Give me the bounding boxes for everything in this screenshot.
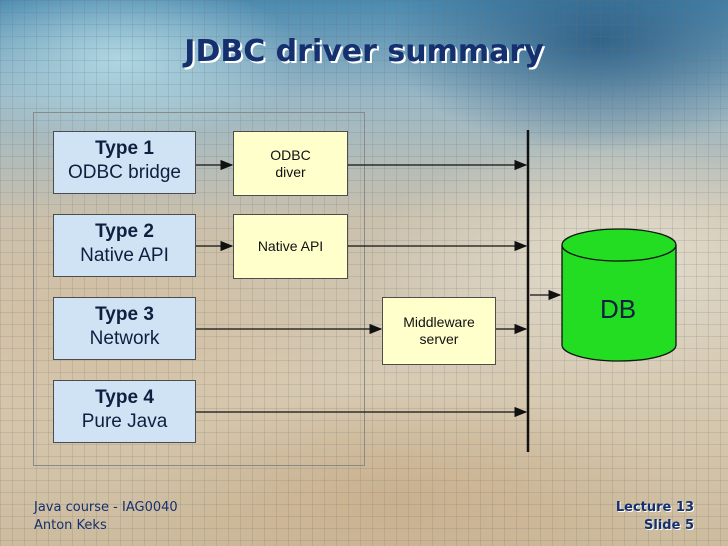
type2-subtitle: Native API bbox=[80, 245, 169, 266]
odbc-box-line1: ODBC bbox=[270, 146, 311, 163]
type3-subtitle: Network bbox=[89, 328, 160, 349]
driver-types-frame bbox=[33, 112, 365, 466]
footer-author: Anton Keks bbox=[34, 518, 107, 533]
type4-box: Type 4 Pure Java bbox=[53, 380, 196, 443]
type1-title: Type 1 bbox=[95, 138, 154, 159]
type1-subtitle: ODBC bridge bbox=[68, 162, 181, 183]
type3-title: Type 3 bbox=[95, 304, 154, 325]
type4-subtitle: Pure Java bbox=[81, 411, 168, 432]
footer-right: Lecture 13 Slide 5 bbox=[616, 499, 694, 535]
type2-box: Type 2 Native API bbox=[53, 214, 196, 277]
db-cylinder bbox=[561, 228, 677, 362]
type3-box: Type 3 Network bbox=[53, 297, 196, 360]
footer-lecture: Lecture 13 bbox=[615, 500, 694, 515]
middleware-box-line1: Middleware bbox=[403, 314, 475, 330]
native-api-box-label: Native API bbox=[257, 238, 324, 254]
type2-title: Type 2 bbox=[95, 221, 154, 242]
middleware-server-box: Middleware server bbox=[382, 297, 496, 365]
slide-title: JDBC driver summary bbox=[184, 34, 544, 69]
footer-course: Java course - IAG0040 bbox=[34, 500, 178, 515]
footer-left: Java course - IAG0040 Anton Keks bbox=[34, 499, 178, 535]
odbc-box-line2: diver bbox=[275, 163, 306, 180]
type4-title: Type 4 bbox=[95, 387, 154, 408]
type1-box: Type 1 ODBC bridge bbox=[53, 131, 196, 194]
native-api-box: Native API bbox=[233, 214, 348, 279]
db-label: DB bbox=[600, 294, 636, 324]
footer-slide: Slide 5 bbox=[644, 518, 694, 533]
middleware-box-line2: server bbox=[419, 331, 459, 347]
odbc-driver-box: ODBC diver bbox=[233, 131, 348, 196]
